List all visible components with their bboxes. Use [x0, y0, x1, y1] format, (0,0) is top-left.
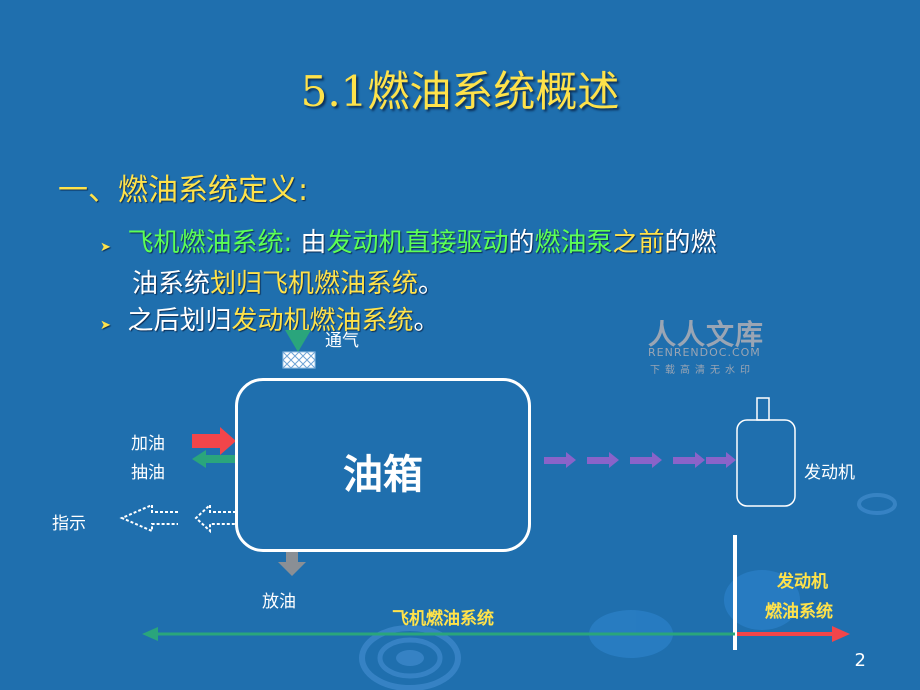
bullet-1-seg-2: 发动机直接驱动 [326, 228, 509, 258]
engine-icon [736, 397, 796, 507]
aircraft-system-label: 飞机燃油系统 [392, 609, 494, 629]
bullet-1-seg-5: 之前 [612, 228, 665, 258]
bullet-1-line-2: 油系统划归飞机燃油系统。 [132, 263, 717, 300]
bullet-2-seg-2: 发动机燃油系统 [231, 306, 414, 336]
bullet-arrow-icon: ➤ [100, 240, 111, 255]
bullet-arrow-icon: ➤ [100, 318, 111, 333]
bullet-1-seg-4: 燃油泵 [534, 228, 613, 258]
bullet-2: ➤ 之后划归发动机燃油系统。 [100, 300, 440, 337]
watermark-slogan: 下载高清无水印 [650, 365, 755, 376]
refuel-arrow-icon [192, 427, 236, 455]
bullet-2-seg-1: 划归 [179, 306, 232, 336]
page-number: 2 [854, 650, 866, 671]
vent-label: 通气 [325, 331, 359, 351]
watermark-site: RENRENDOC.COM [648, 346, 761, 359]
aircraft-system-line [142, 627, 735, 641]
bullet-1-seg-7: 油系统 [132, 269, 211, 299]
refuel-label: 加油 [131, 434, 165, 454]
bullet-1-seg-3: 的 [508, 228, 535, 258]
watermark-logo: 人人文库 [648, 318, 765, 351]
bullet-1-seg-10: 。 [418, 269, 445, 299]
fuel-flow-arrows-icon [544, 452, 736, 468]
bullet-1: ➤ 飞机燃油系统: 由发动机直接驱动的燃油泵之前的燃 油系统划归飞机燃油系统。 [100, 222, 717, 300]
bullet-2-line-1: ➤ 之后划归发动机燃油系统。 [100, 300, 440, 337]
defuel-arrow-icon [192, 450, 236, 468]
bullet-1-seg-9: 飞机燃油系统 [262, 269, 419, 299]
bullet-1-seg-1: 由 [300, 228, 327, 258]
engine-system-label-1: 发动机 [777, 572, 828, 592]
drain-label: 放油 [262, 592, 296, 612]
bullet-1-line-1: ➤ 飞机燃油系统: 由发动机直接驱动的燃油泵之前的燃 [100, 222, 717, 259]
bullet-1-seg-0: 飞机燃油系统: [127, 228, 293, 258]
section-heading: 一、燃油系统定义: [58, 173, 309, 208]
engine-system-label-2: 燃油系统 [765, 602, 833, 622]
indicator-label: 指示 [52, 514, 86, 534]
bullet-2-seg-3: 。 [413, 306, 440, 336]
bullet-1-seg-6: 的燃 [664, 228, 717, 258]
defuel-label: 抽油 [131, 463, 165, 483]
engine-system-line [737, 626, 850, 642]
bullet-1-seg-8: 划归 [210, 269, 263, 299]
bullet-2-seg-0: 之后 [127, 306, 180, 336]
drain-arrow-icon [278, 552, 306, 576]
indicator-arrow-icon [119, 502, 236, 534]
slide-title: 5.1燃油系统概述 [300, 67, 620, 116]
fuel-tank-box [235, 378, 531, 552]
vent-arrow-icon [285, 330, 311, 352]
engine-label: 发动机 [804, 463, 855, 483]
fuel-tank-label: 油箱 [343, 452, 423, 498]
